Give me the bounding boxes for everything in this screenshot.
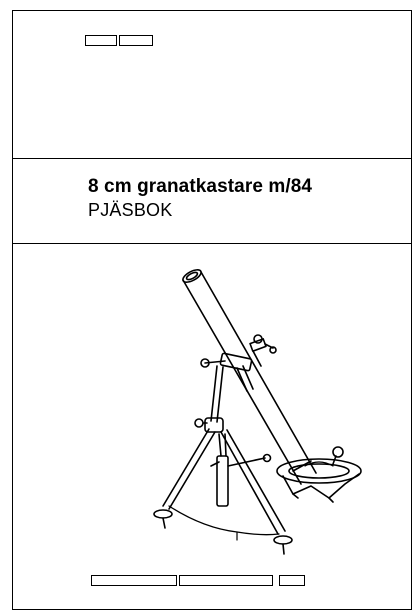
label-box-top-right [119, 35, 153, 46]
document-cover: 8 cm granatkastare m/84 PJÄSBOK [12, 10, 412, 610]
label-box-bottom-left [91, 575, 177, 586]
divider-top [13, 158, 411, 159]
label-box-bottom-middle [179, 575, 273, 586]
document-subtitle: PJÄSBOK [88, 200, 173, 220]
elevating-column [210, 433, 272, 507]
mortar-barrel [182, 269, 317, 485]
mortar-illustration [153, 269, 362, 555]
bipod-leg-right [220, 429, 293, 555]
label-box-bottom-right [279, 575, 305, 586]
sight [249, 334, 277, 367]
document-title: 8 cm granatkastare m/84 [88, 176, 313, 197]
label-box-top-left [85, 35, 117, 46]
bipod-leg-left [153, 428, 216, 529]
bipod-chain [168, 505, 280, 536]
bipod-leg-main [194, 365, 224, 433]
clamp-assembly [200, 352, 254, 392]
divider-bottom [13, 243, 411, 244]
baseplate [276, 446, 362, 503]
